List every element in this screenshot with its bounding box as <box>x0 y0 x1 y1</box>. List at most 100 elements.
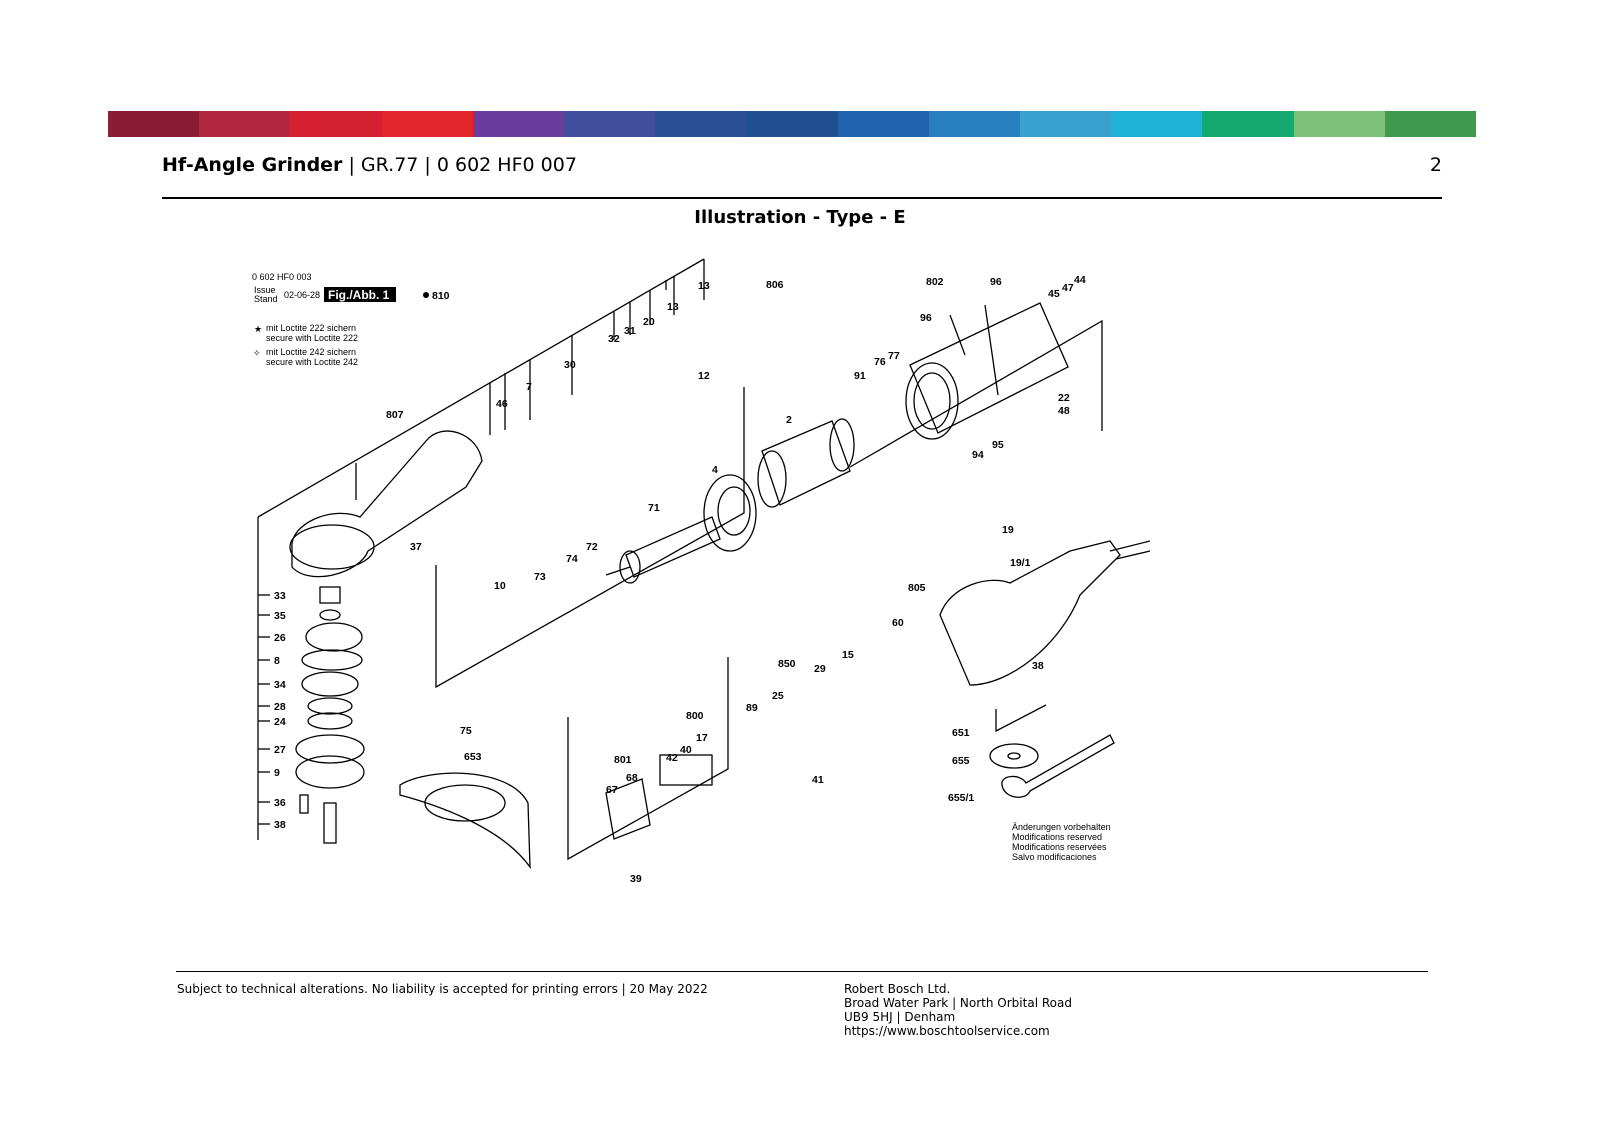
group-code: GR.77 <box>360 154 419 176</box>
label-31: 31 <box>624 325 636 337</box>
flange-nut <box>989 743 1039 769</box>
label-38-b: 38 <box>1032 660 1044 672</box>
label-22: 22 <box>1058 392 1070 404</box>
stripe-segment <box>655 111 747 137</box>
stripe-segment <box>199 111 291 137</box>
figure-label: Fig./Abb. 1 <box>328 288 390 302</box>
modifications-de: Änderungen vorbehalten <box>1012 822 1111 832</box>
label-801: 801 <box>614 754 632 766</box>
frame-middle <box>435 387 745 689</box>
label-60: 60 <box>892 617 904 629</box>
address-line-2: UB9 5HJ | Denham <box>844 1010 956 1024</box>
label-8: 8 <box>274 655 280 667</box>
motor-housing <box>905 302 1069 440</box>
stripe-segment <box>1293 111 1385 137</box>
stripe-segment <box>928 111 1021 137</box>
label-850: 850 <box>778 658 796 670</box>
armature <box>605 516 721 584</box>
hex-key <box>995 704 1047 733</box>
stripe-segment <box>472 111 565 137</box>
label-75: 75 <box>460 725 472 737</box>
label-77: 77 <box>888 350 900 362</box>
product-name: Hf-Angle Grinder <box>162 154 343 176</box>
stripe-segment <box>1020 111 1112 137</box>
label-48: 48 <box>1058 405 1070 417</box>
company-name: Robert Bosch Ltd. <box>844 982 951 996</box>
rear-handle <box>939 540 1150 686</box>
wheel-guard <box>399 772 531 870</box>
label-36: 36 <box>274 797 286 809</box>
label-24: 24 <box>274 716 286 728</box>
part-number: 0 602 HF0 007 <box>436 154 577 176</box>
footer-address: Robert Bosch Ltd. Broad Water Park | Nor… <box>844 982 1072 1038</box>
top-frame-leaders <box>355 259 705 500</box>
label-47: 47 <box>1062 282 1074 294</box>
stripe-segment <box>290 111 382 137</box>
label-28: 28 <box>274 701 286 713</box>
modifications-fr: Modifications reservées <box>1012 842 1107 852</box>
page-header: Hf-Angle Grinder | GR.77 | 0 602 HF0 007… <box>162 150 1442 184</box>
legend-loctite-222-en: secure with Loctite 222 <box>266 333 358 343</box>
label-46: 46 <box>496 398 508 410</box>
spindle-parts <box>295 586 365 844</box>
label-25: 25 <box>772 690 784 702</box>
illustration-title: Illustration - Type - E <box>694 207 906 228</box>
label-15: 15 <box>842 649 854 661</box>
outline-star-icon: ✧ <box>253 348 261 358</box>
stator <box>757 418 855 508</box>
label-73: 73 <box>534 571 546 583</box>
issue-label: Issue <box>254 285 276 295</box>
label-67: 67 <box>606 784 618 796</box>
label-655-1: 655/1 <box>948 792 974 804</box>
label-29: 29 <box>814 663 826 675</box>
address-line-1: Broad Water Park | North Orbital Road <box>844 996 1072 1010</box>
frame-lower <box>567 657 729 861</box>
stripe-segment <box>108 111 200 137</box>
stripe-segment <box>1202 111 1294 137</box>
label-4: 4 <box>712 464 718 476</box>
footer-divider <box>176 971 1428 972</box>
website-link[interactable]: https://www.boschtoolservice.com <box>844 1024 1050 1038</box>
label-34: 34 <box>274 679 286 691</box>
label-806: 806 <box>766 279 784 291</box>
stripe-segment <box>1384 111 1477 137</box>
label-96-b: 96 <box>920 312 932 324</box>
label-19-1: 19/1 <box>1010 557 1031 569</box>
label-20: 20 <box>643 316 655 328</box>
label-17: 17 <box>696 732 708 744</box>
stripe-segment <box>564 111 656 137</box>
gear-head-housing <box>289 430 483 578</box>
label-10: 10 <box>494 580 506 592</box>
legend-loctite-242-de: mit Loctite 242 sichern <box>266 347 356 357</box>
label-40: 40 <box>680 744 692 756</box>
stripe-segment <box>1111 111 1203 137</box>
label-38-a: 38 <box>274 819 286 831</box>
label-35: 35 <box>274 610 286 622</box>
frame-right <box>849 319 1103 468</box>
figure-badge <box>324 287 396 302</box>
label-805: 805 <box>908 582 926 594</box>
legend-loctite-242-en: secure with Loctite 242 <box>266 357 358 367</box>
label-27: 27 <box>274 744 286 756</box>
label-71: 71 <box>648 502 660 514</box>
footer-disclaimer: Subject to technical alterations. No lia… <box>177 982 708 996</box>
reference-number: 0 602 HF0 003 <box>252 272 312 282</box>
spanner <box>1001 734 1115 798</box>
star-icon: ★ <box>254 324 262 334</box>
label-45: 45 <box>1048 288 1060 300</box>
label-19: 19 <box>1002 524 1014 536</box>
label-94: 94 <box>972 449 984 461</box>
fan-housing <box>703 474 757 552</box>
label-30: 30 <box>564 359 576 371</box>
brand-color-stripe <box>108 111 1477 137</box>
label-26: 26 <box>274 632 286 644</box>
label-13-a: 13 <box>667 301 679 313</box>
stripe-segment <box>746 111 838 137</box>
label-12: 12 <box>698 370 710 382</box>
modifications-en: Modifications reserved <box>1012 832 1102 842</box>
label-95: 95 <box>992 439 1004 451</box>
label-96-a: 96 <box>990 276 1002 288</box>
label-807: 807 <box>386 409 404 421</box>
label-32: 32 <box>608 333 620 345</box>
page-number: 2 <box>1429 154 1442 176</box>
